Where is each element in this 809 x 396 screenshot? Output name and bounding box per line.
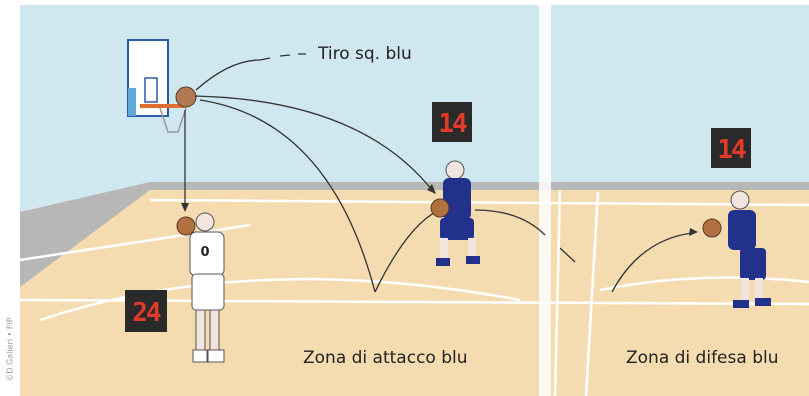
blue-attacker — [430, 160, 480, 266]
attack-zone-label: Zona di attacco blu — [303, 348, 468, 368]
shot-label: Tiro sq. blu — [318, 44, 412, 64]
shot-clock-24-value: 24 — [132, 298, 161, 328]
shot-clock-14-defense-value: 14 — [717, 135, 746, 165]
shot-clock-14-attack-value: 14 — [438, 109, 467, 139]
white-player: 0 — [176, 212, 225, 363]
defense-zone-label: Zona di difesa blu — [626, 348, 779, 368]
shot-clock-attacker: 14 — [432, 102, 472, 142]
half-court-divider — [539, 5, 551, 396]
image-credit: ©D.Galieri • FIP — [5, 317, 15, 382]
shot-clock-white: 24 — [125, 290, 167, 332]
ball-trajectories — [184, 53, 693, 293]
basket-hoop — [127, 39, 197, 133]
blue-receiver — [702, 190, 771, 308]
arrow-heads — [181, 184, 698, 236]
jersey-number: 0 — [200, 245, 209, 260]
shot-clock-defense: 14 — [711, 128, 751, 168]
